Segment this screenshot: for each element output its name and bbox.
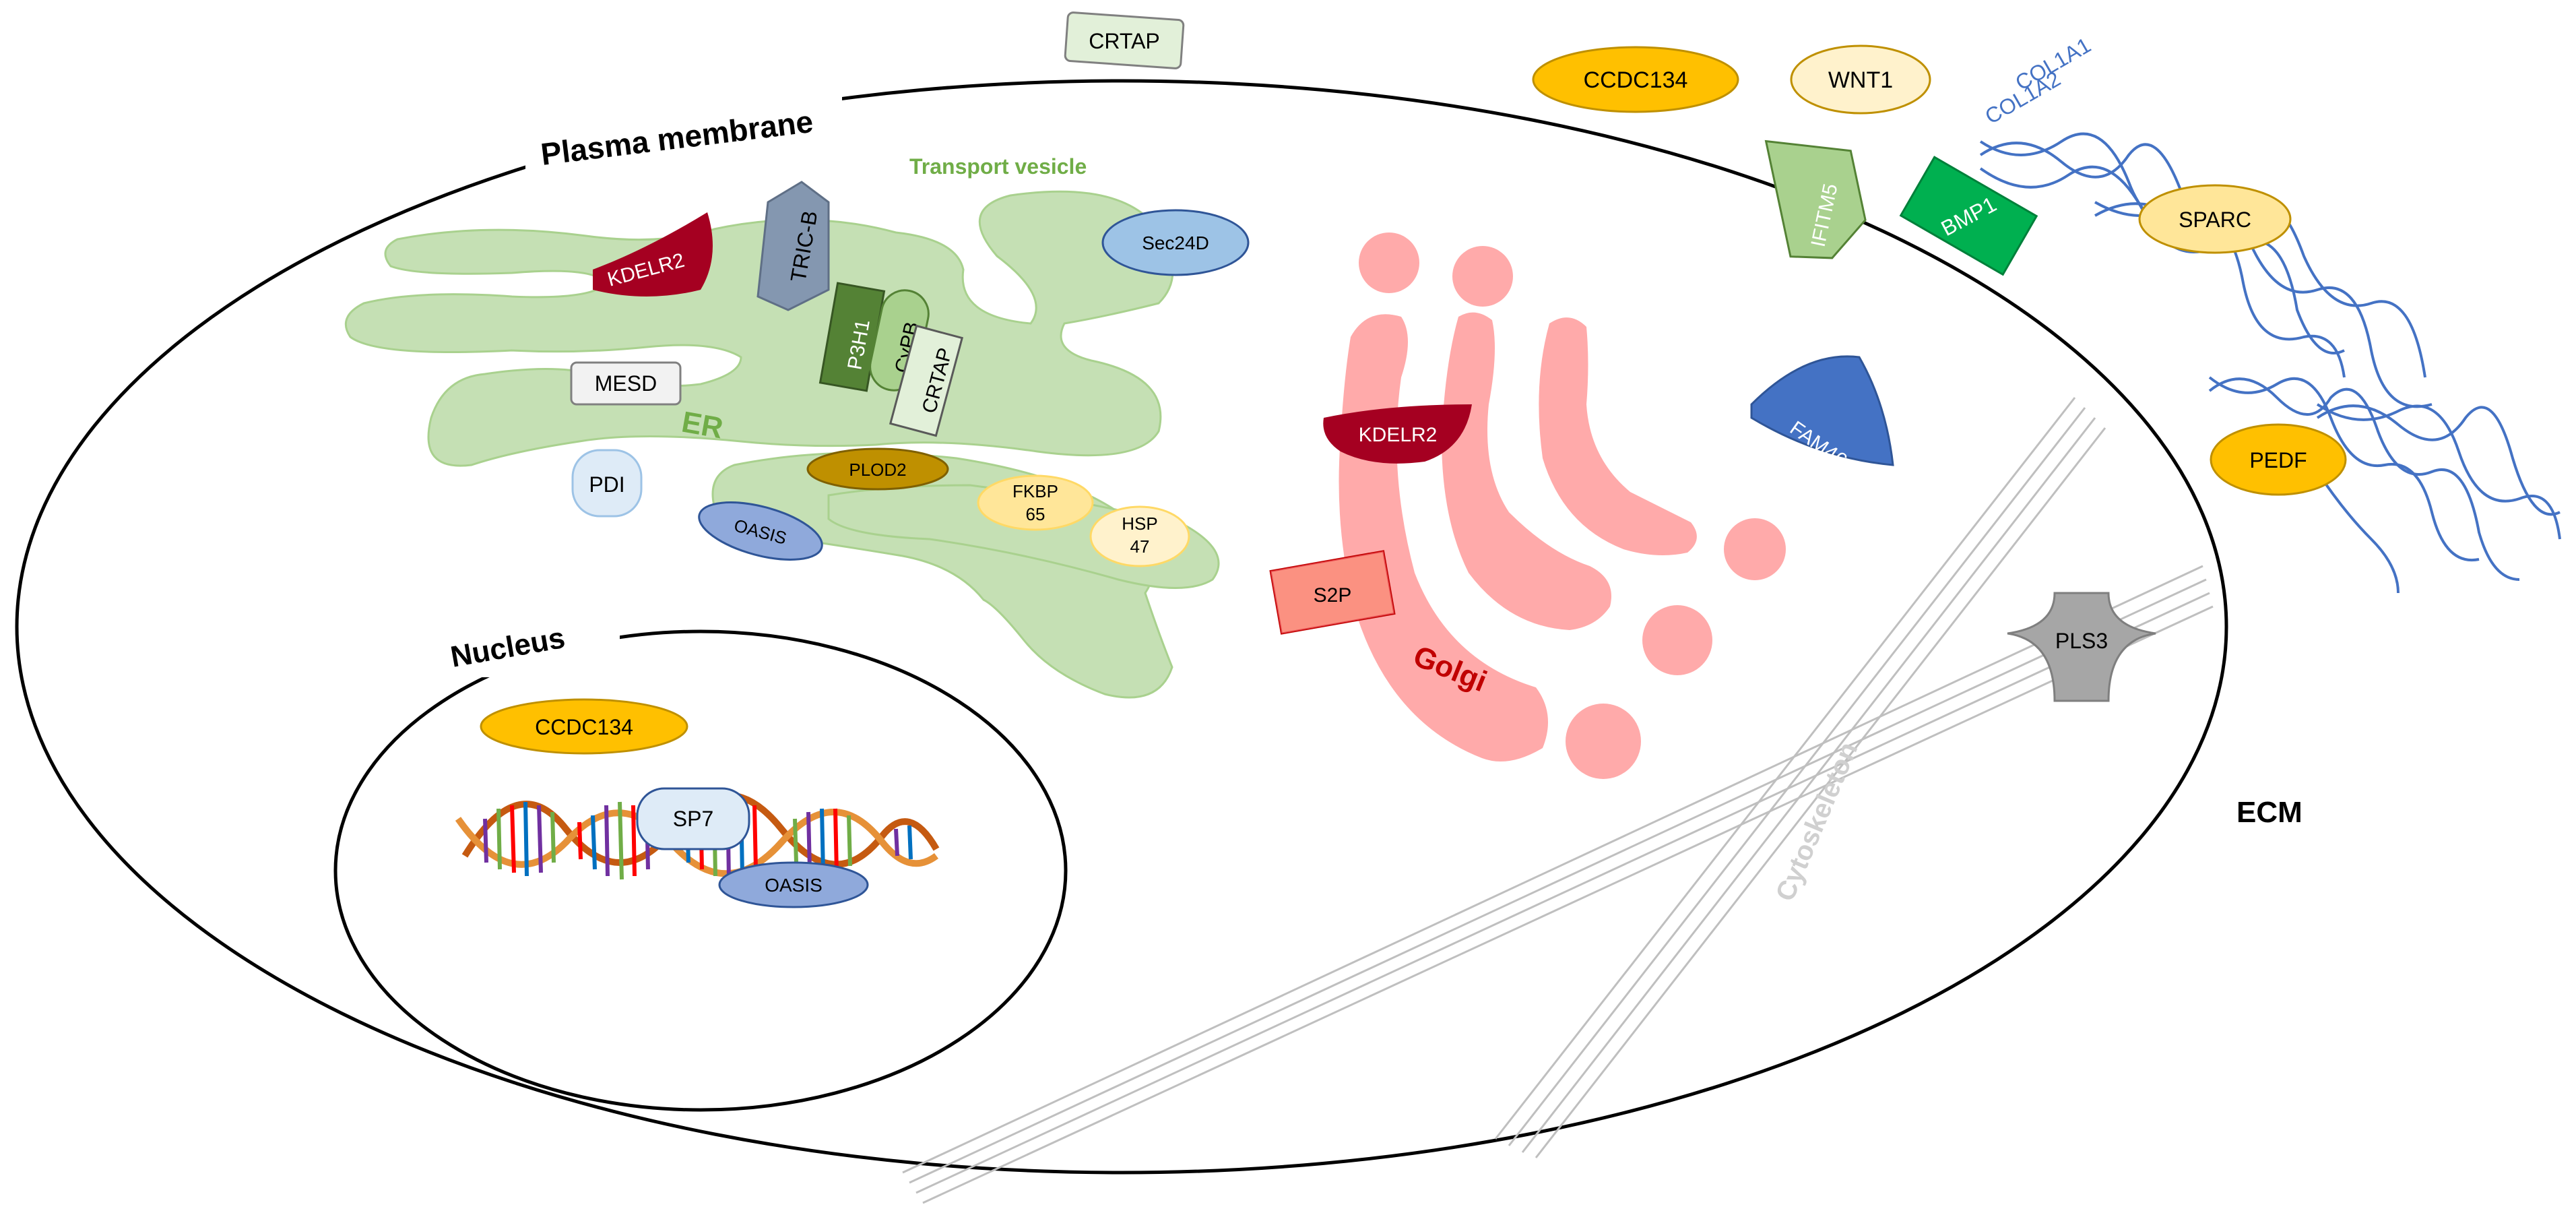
wnt1-label: WNT1 <box>1828 67 1893 93</box>
kdelr2-golgi-protein: KDELR2 <box>1323 404 1472 464</box>
collagen-fibril-3b <box>2208 377 2520 581</box>
collagen-fibril-4b <box>2316 404 2561 516</box>
kdelr2-golgi-label: KDELR2 <box>1359 424 1438 446</box>
oasis-nucleus-protein: OASIS <box>718 861 869 908</box>
tric-b-protein: TRIC-B <box>756 181 830 311</box>
pdi-label: PDI <box>589 472 624 497</box>
collagen-fibril-3a <box>2208 376 2480 562</box>
s2p-protein: S2P <box>1269 550 1396 635</box>
wnt1-protein: WNT1 <box>1790 44 1931 115</box>
ecm-label: ECM <box>2236 796 2303 829</box>
sparc-protein: SPARC <box>2138 184 2292 254</box>
collagen-fibril-5a <box>2316 470 2400 594</box>
hsp47-protein: HSP 47 <box>1089 505 1190 567</box>
sparc-label: SPARC <box>2179 208 2251 232</box>
mesd-protein: MESD <box>570 361 682 406</box>
nucleus-envelope <box>333 629 1068 1112</box>
ccdc134-outside-protein: CCDC134 <box>1532 46 1739 113</box>
sec24d-label: Sec24D <box>1142 232 1209 253</box>
mesd-label: MESD <box>595 371 657 396</box>
transport-vesicle-label: Transport vesicle <box>909 154 1087 179</box>
fam46a-protein: FAM46A <box>1750 355 1894 480</box>
crtap-outside-label: CRTAP <box>1089 29 1160 53</box>
golgi-apparatus <box>1339 232 1786 779</box>
pedf-protein: PEDF <box>2210 423 2347 496</box>
pedf-label: PEDF <box>2249 448 2307 472</box>
pdi-protein: PDI <box>571 449 643 518</box>
collagen-fibril-4a <box>2316 403 2561 540</box>
er-label: ER <box>679 406 726 445</box>
oasis-nucleus-label: OASIS <box>765 875 823 896</box>
collagen-fibril-1a <box>1979 132 2346 378</box>
pls3-protein: PLS3 <box>2007 592 2156 702</box>
ccdc134-nucleus-protein: CCDC134 <box>480 698 688 755</box>
collagen-fibrils <box>1979 132 2561 594</box>
p3h1-protein: P3H1 <box>818 282 886 392</box>
s2p-label: S2P <box>1314 584 1352 606</box>
crtap-outside-protein: CRTAP <box>1064 11 1185 69</box>
hsp47-label-line1: HSP <box>1122 514 1157 534</box>
plod2-label: PLOD2 <box>849 460 906 480</box>
membrane-label-gap <box>525 94 842 175</box>
plod2-protein: PLOD2 <box>806 447 949 491</box>
sp7-protein: SP7 <box>636 787 750 850</box>
oasis-er-protein: OASIS <box>698 501 823 561</box>
ccdc134-outside-label: CCDC134 <box>1584 67 1688 93</box>
hsp47-label-line2: 47 <box>1130 536 1150 557</box>
pls3-label: PLS3 <box>2055 629 2108 653</box>
ifitm5-protein: IFITM5 <box>1764 139 1867 259</box>
fkbp65-protein: FKBP 65 <box>977 474 1094 531</box>
cytoskeleton-filaments <box>902 397 2214 1204</box>
bmp1-protein: BMP1 <box>1899 156 2038 276</box>
sp7-label: SP7 <box>673 807 713 831</box>
fkbp65-label-line1: FKBP <box>1012 481 1058 501</box>
er-body <box>344 190 1174 467</box>
cytoskeleton-label: Cytoskeleton <box>1770 738 1864 905</box>
nucleus-label-gap <box>445 617 620 677</box>
ccdc134-nucleus-label: CCDC134 <box>535 715 633 739</box>
sec24d-protein: Sec24D <box>1101 209 1250 276</box>
fkbp65-label-line2: 65 <box>1026 504 1045 524</box>
plasma-membrane-outline <box>15 79 2228 1175</box>
